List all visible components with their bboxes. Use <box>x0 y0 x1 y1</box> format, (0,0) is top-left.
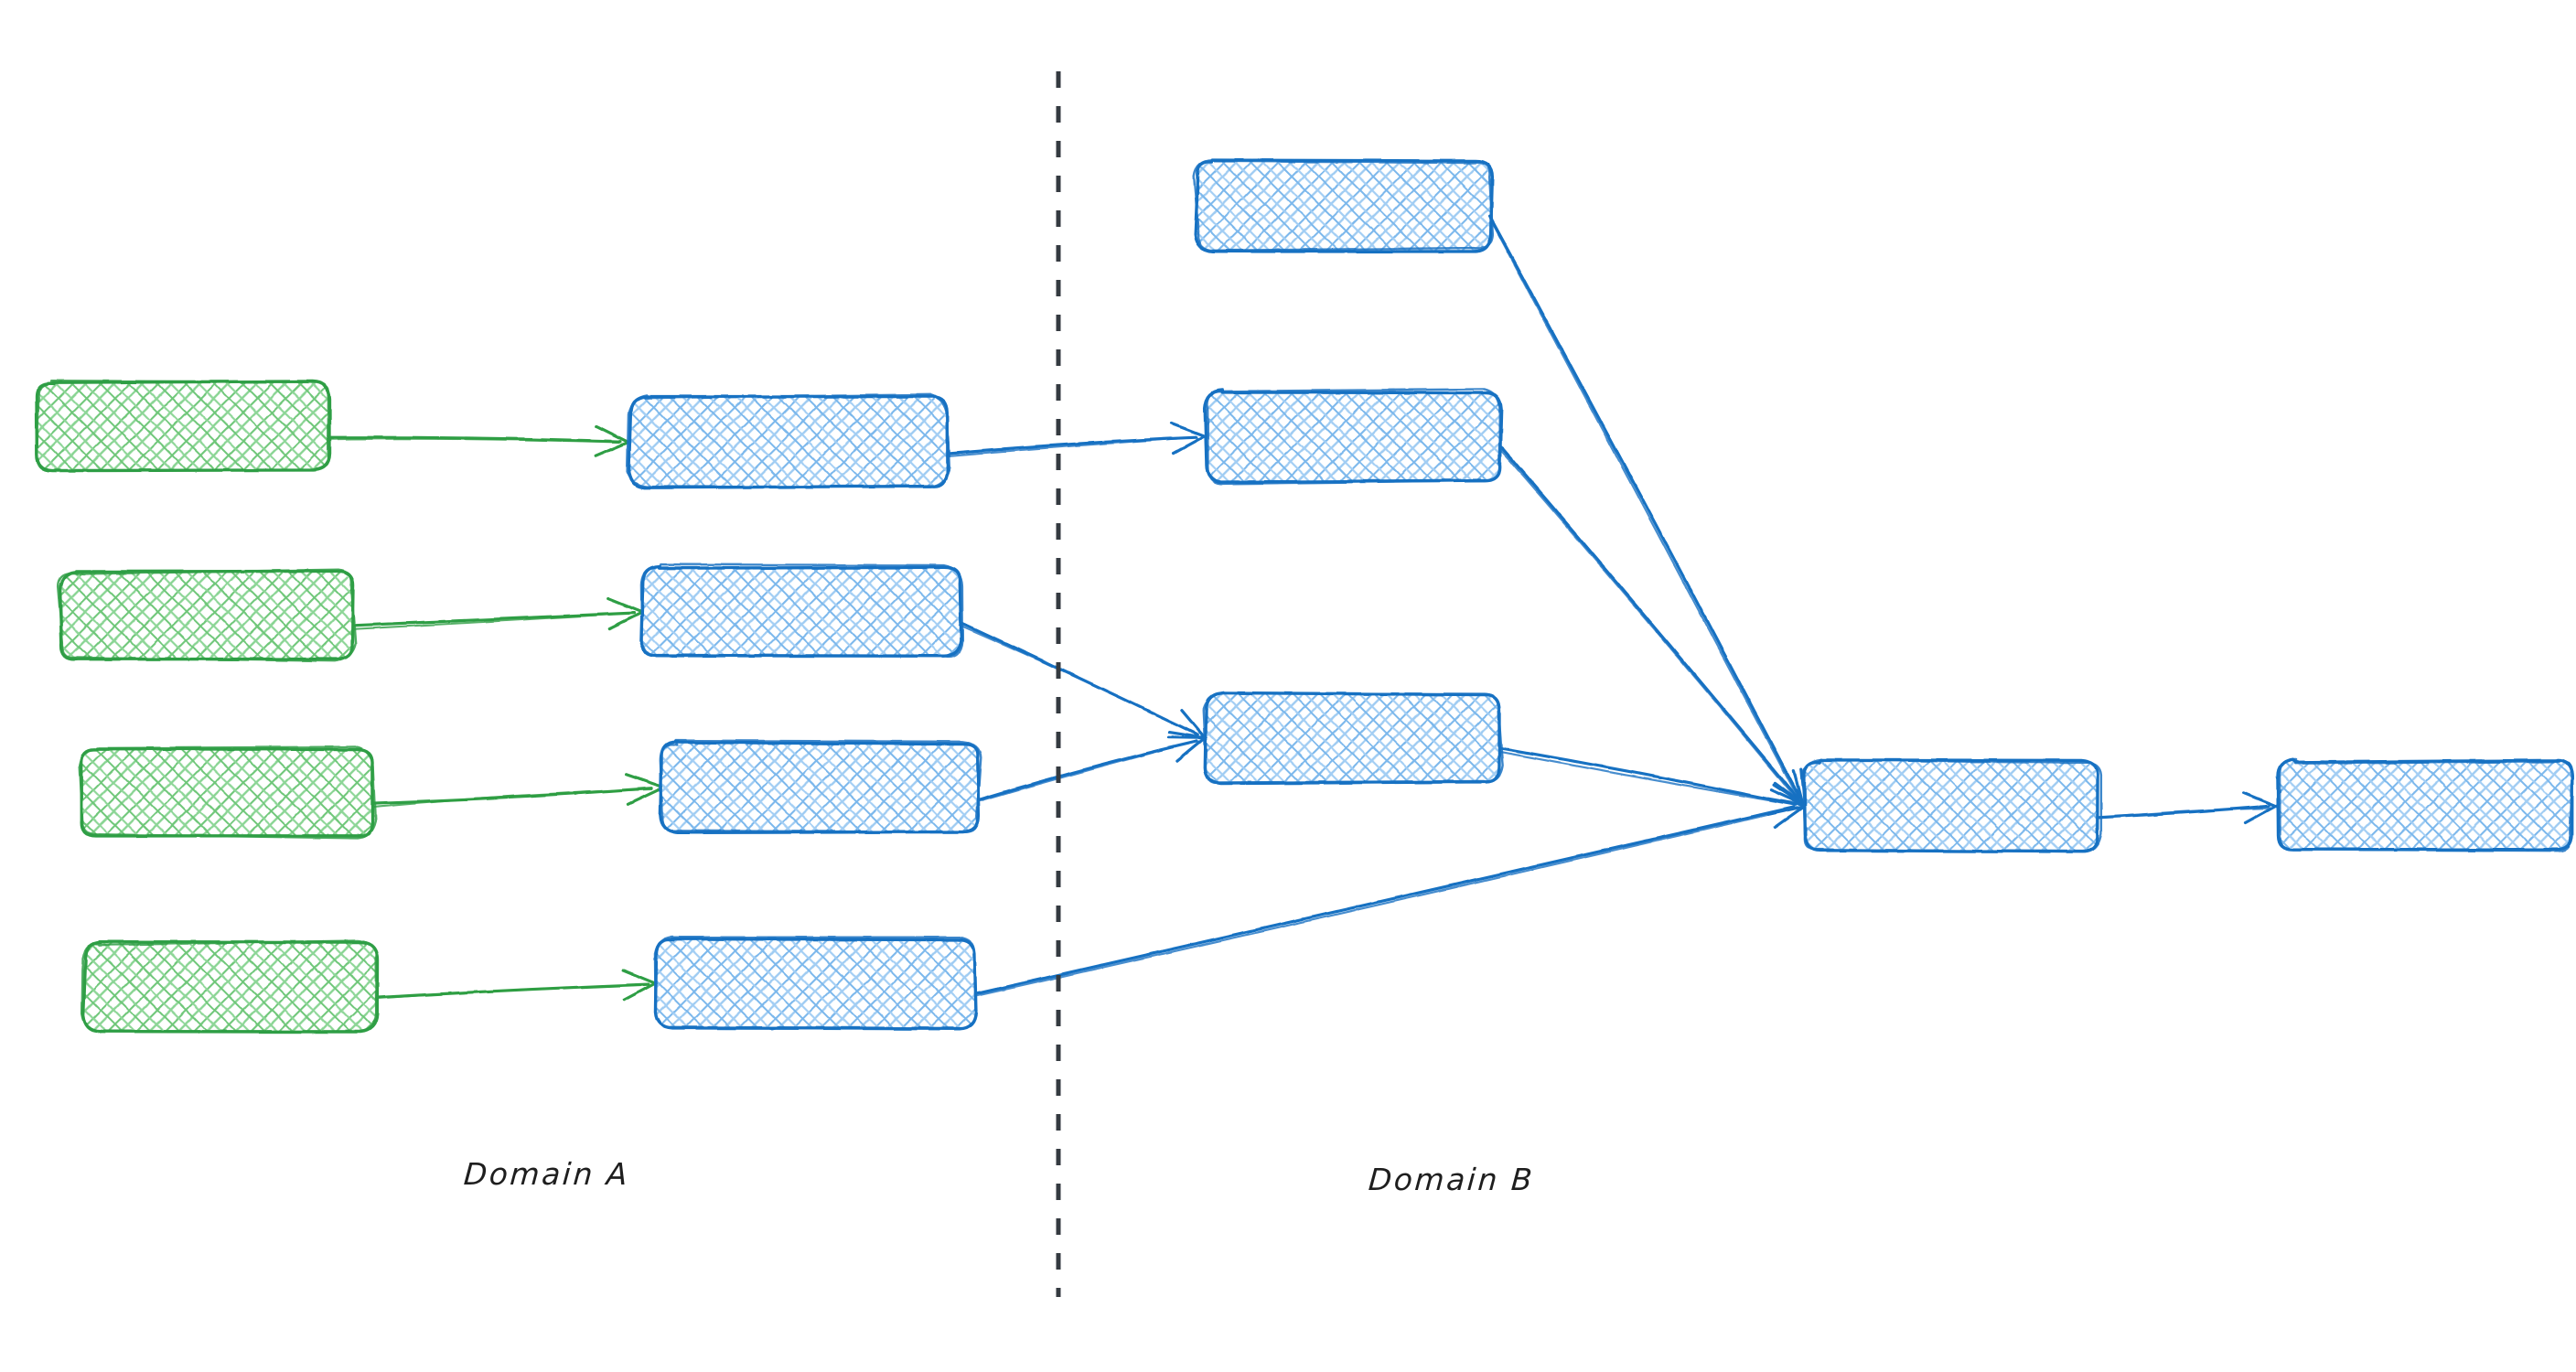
node-fill <box>2278 761 2572 851</box>
node-outline <box>1193 158 1495 253</box>
node-fill <box>1197 161 1491 251</box>
edge-arrowhead <box>1169 422 1208 439</box>
node-fill <box>657 938 975 1028</box>
node-outline <box>1801 758 2103 853</box>
node-a-proc-4[interactable] <box>653 935 978 1031</box>
node-a-proc-2[interactable] <box>639 563 964 659</box>
edge-e7[interactable] <box>978 730 1208 802</box>
node-fill <box>1206 693 1500 783</box>
node-fill <box>84 943 377 1031</box>
edge-arrowhead <box>621 968 658 986</box>
node-a-proc-1[interactable] <box>626 393 951 489</box>
node-outline <box>659 739 982 833</box>
node-fill <box>1804 761 2098 851</box>
node-fill <box>660 743 979 832</box>
edge-arrowhead <box>606 596 644 614</box>
edge-line <box>328 437 622 444</box>
edge-e2[interactable] <box>351 596 644 630</box>
edge-e12[interactable] <box>2096 791 2280 825</box>
edge-line <box>978 740 1198 802</box>
edge-arrowhead <box>622 981 659 1002</box>
edge-arrowhead <box>2243 804 2279 825</box>
edge-arrowhead <box>1792 768 1805 809</box>
node-a-src-1[interactable] <box>35 379 332 473</box>
node-b-hub[interactable] <box>1801 758 2103 853</box>
edge-arrowhead <box>607 611 643 630</box>
node-a-proc-3[interactable] <box>659 739 982 835</box>
node-fill <box>629 397 948 487</box>
edge-line <box>1499 449 1799 802</box>
edge-e5[interactable] <box>945 422 1208 457</box>
edge-arrowhead <box>2241 791 2280 809</box>
edge-arrowhead <box>1772 783 1807 807</box>
edge-e1[interactable] <box>327 424 631 458</box>
node-fill <box>1206 391 1500 481</box>
node-b-node-1[interactable] <box>1192 158 1495 253</box>
edge-line <box>948 435 1198 457</box>
edge-line <box>1499 445 1800 800</box>
edge-e4[interactable] <box>375 968 659 1002</box>
edge-arrowhead <box>594 440 631 458</box>
edge-e9[interactable] <box>1499 445 1807 809</box>
node-a-src-2[interactable] <box>56 568 357 662</box>
edge-arrowhead <box>1773 804 1807 830</box>
node-fill <box>60 572 353 659</box>
node-outline <box>80 939 378 1034</box>
node-outline <box>1192 159 1495 252</box>
edge-line <box>1498 750 1796 806</box>
node-b-node-2[interactable] <box>1203 388 1503 486</box>
edge-line <box>375 983 649 1000</box>
node-outline <box>78 745 377 840</box>
edge-arrowhead <box>1175 735 1208 763</box>
node-a-src-4[interactable] <box>80 939 380 1034</box>
node-b-node-3[interactable] <box>1202 691 1504 786</box>
node-outline <box>2278 758 2574 852</box>
edge-e8[interactable] <box>1487 215 1807 807</box>
node-outline <box>1206 388 1501 486</box>
edge-e10[interactable] <box>1498 746 1807 816</box>
edge-line <box>973 805 1797 996</box>
node-fill <box>37 382 329 470</box>
node-a-src-3[interactable] <box>78 745 377 840</box>
node-outline <box>639 563 964 659</box>
node-outline <box>56 568 357 662</box>
edge-line <box>351 611 635 630</box>
node-fill <box>642 567 961 657</box>
domain-b-label: Domain B <box>1367 1162 1536 1197</box>
edge-arrowhead <box>1766 797 1805 807</box>
edge-arrowhead <box>595 424 631 445</box>
node-fill <box>80 749 373 837</box>
edge-line <box>371 788 653 809</box>
edge-arrowhead <box>1167 730 1207 740</box>
edge-line <box>958 624 1198 736</box>
edge-line <box>974 807 1798 998</box>
edge-arrowhead <box>626 787 663 806</box>
edge-e3[interactable] <box>370 773 663 809</box>
nodes-layer <box>35 158 2574 1034</box>
edge-line <box>1487 215 1801 799</box>
edge-line <box>1488 217 1800 801</box>
edge-arrowhead <box>625 773 663 788</box>
node-outline <box>1202 691 1504 785</box>
edge-line <box>1499 746 1798 807</box>
node-outline <box>626 393 951 488</box>
edges-layer <box>327 215 2280 1002</box>
domain-a-label: Domain A <box>462 1156 631 1192</box>
edge-e6[interactable] <box>958 621 1208 741</box>
node-b-sink[interactable] <box>2276 757 2574 852</box>
node-outline <box>653 935 977 1030</box>
edge-arrowhead <box>1171 434 1208 456</box>
edge-arrowhead <box>1180 709 1208 741</box>
node-outline <box>36 379 330 472</box>
edge-e11[interactable] <box>973 797 1807 998</box>
edge-line <box>2098 807 2270 820</box>
